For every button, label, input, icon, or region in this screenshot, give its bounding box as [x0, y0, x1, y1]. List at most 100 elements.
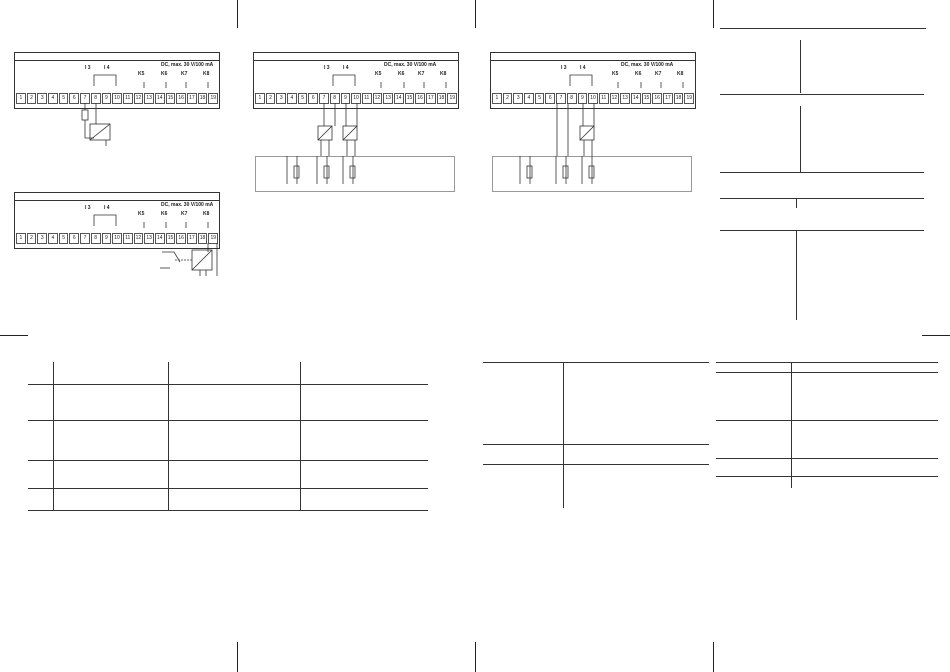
wiring-diagram-4: DC, max. 30 V/100 mA I 3 I 4 K5 K6 K7 K8… — [490, 52, 700, 192]
terminal: 11 — [122, 233, 133, 244]
terminal: 18 — [436, 93, 447, 104]
housing-divider — [14, 200, 219, 201]
terminal: 13 — [144, 233, 154, 244]
terminal: 3 — [37, 233, 48, 244]
relay-k6-label: K6 — [161, 71, 168, 77]
external-circuit-box — [255, 156, 455, 192]
terminal: 10 — [112, 233, 122, 244]
terminal: 11 — [122, 93, 133, 104]
terminal: 10 — [112, 93, 122, 104]
terminal: 9 — [340, 93, 351, 104]
device-housing — [490, 52, 696, 109]
relay-k7-label: K7 — [181, 71, 188, 77]
ruled-table-top-right — [720, 28, 926, 323]
terminal: 19 — [208, 233, 219, 244]
crop-mark-top-3 — [713, 0, 714, 28]
terminal: 4 — [524, 93, 534, 104]
wiring-diagram-2: DC, max. 30 V/100 mA I 3 I 4 K5 K6 K7 K8… — [14, 192, 220, 282]
terminal: 14 — [154, 233, 165, 244]
terminal: 5 — [297, 93, 308, 104]
terminal: 19 — [684, 93, 695, 104]
terminal: 5 — [58, 93, 69, 104]
housing-divider — [490, 60, 695, 61]
input-i4-label: I 4 — [104, 65, 110, 71]
terminal: 14 — [630, 93, 641, 104]
terminal: 6 — [69, 93, 80, 104]
rule — [720, 198, 924, 199]
terminal: 14 — [154, 93, 165, 104]
rule — [716, 362, 938, 363]
rule — [796, 198, 797, 208]
housing-divider — [253, 60, 458, 61]
terminal: 15 — [165, 233, 176, 244]
rule — [563, 362, 564, 508]
terminal-strip: 1 2 3 4 5 6 7 8 9 10 11 12 13 14 15 16 1… — [16, 93, 219, 104]
terminal: 6 — [308, 93, 319, 104]
ruled-table-bottom-left — [28, 362, 428, 512]
terminal: 1 — [16, 233, 26, 244]
terminal: 2 — [26, 93, 37, 104]
terminal: 4 — [287, 93, 297, 104]
terminal: 12 — [609, 93, 620, 104]
terminal: 2 — [265, 93, 276, 104]
wiring-lines — [93, 214, 218, 276]
terminal: 12 — [133, 93, 144, 104]
rule — [720, 172, 924, 173]
terminal: 13 — [620, 93, 630, 104]
terminal: 8 — [566, 93, 577, 104]
terminal: 1 — [16, 93, 26, 104]
rule — [716, 420, 938, 421]
terminal: 1 — [255, 93, 265, 104]
wiring-lines — [81, 74, 209, 146]
terminal: 12 — [133, 233, 144, 244]
relay-k7-label: K7 — [181, 211, 188, 217]
device-housing — [253, 52, 459, 109]
input-i4-label: I 4 — [580, 65, 586, 71]
terminal: 10 — [351, 93, 361, 104]
rule — [28, 420, 428, 421]
terminal-strip: 1 2 3 4 5 6 7 8 9 10 11 12 13 14 15 16 1… — [255, 93, 458, 104]
terminal: 18 — [673, 93, 684, 104]
terminal: 6 — [69, 233, 80, 244]
dc-rating-label: DC, max. 30 V/100 mA — [621, 62, 674, 68]
relay-k8-label: K8 — [203, 71, 210, 77]
rule — [28, 488, 428, 489]
relay-k6-label: K6 — [398, 71, 405, 77]
terminal: 18 — [197, 233, 208, 244]
rule — [796, 230, 797, 320]
terminal: 6 — [545, 93, 556, 104]
relay-k5-label: K5 — [138, 71, 145, 77]
rule — [28, 510, 428, 511]
wiring-diagram-1: DC, max. 30 V/100 mA I 3 I 4 K5 K6 K7 K8… — [14, 52, 220, 152]
terminal: 11 — [598, 93, 609, 104]
relay-k6-label: K6 — [635, 71, 642, 77]
input-i3-label: I 3 — [85, 205, 91, 211]
terminal: 10 — [588, 93, 598, 104]
relay-k7-label: K7 — [655, 71, 662, 77]
terminal: 11 — [361, 93, 372, 104]
input-i3-label: I 3 — [85, 65, 91, 71]
relay-k6-label: K6 — [161, 211, 168, 217]
terminal-strip: 1 2 3 4 5 6 7 8 9 10 11 12 13 14 15 16 1… — [492, 93, 695, 104]
terminal: 14 — [393, 93, 404, 104]
rule — [800, 106, 801, 172]
relay-k8-label: K8 — [203, 211, 210, 217]
device-housing — [14, 192, 220, 249]
terminal: 9 — [101, 93, 112, 104]
housing-divider — [14, 60, 219, 61]
terminal: 19 — [208, 93, 219, 104]
relay-k8-label: K8 — [440, 71, 447, 77]
rule — [716, 372, 938, 373]
crop-mark-bottom-1 — [237, 642, 238, 672]
dc-rating-label: DC, max. 30 V/100 mA — [161, 62, 214, 68]
wiring-diagram-3: DC, max. 30 V/100 mA I 3 I 4 K5 K6 K7 K8… — [253, 52, 463, 192]
rule — [483, 464, 709, 465]
terminal: 18 — [197, 93, 208, 104]
input-i4-label: I 4 — [104, 205, 110, 211]
terminal: 15 — [165, 93, 176, 104]
ruled-table-bottom-right — [716, 362, 938, 490]
terminal: 4 — [48, 233, 58, 244]
terminal: 3 — [513, 93, 524, 104]
rule — [720, 28, 926, 29]
terminal: 7 — [556, 93, 566, 104]
